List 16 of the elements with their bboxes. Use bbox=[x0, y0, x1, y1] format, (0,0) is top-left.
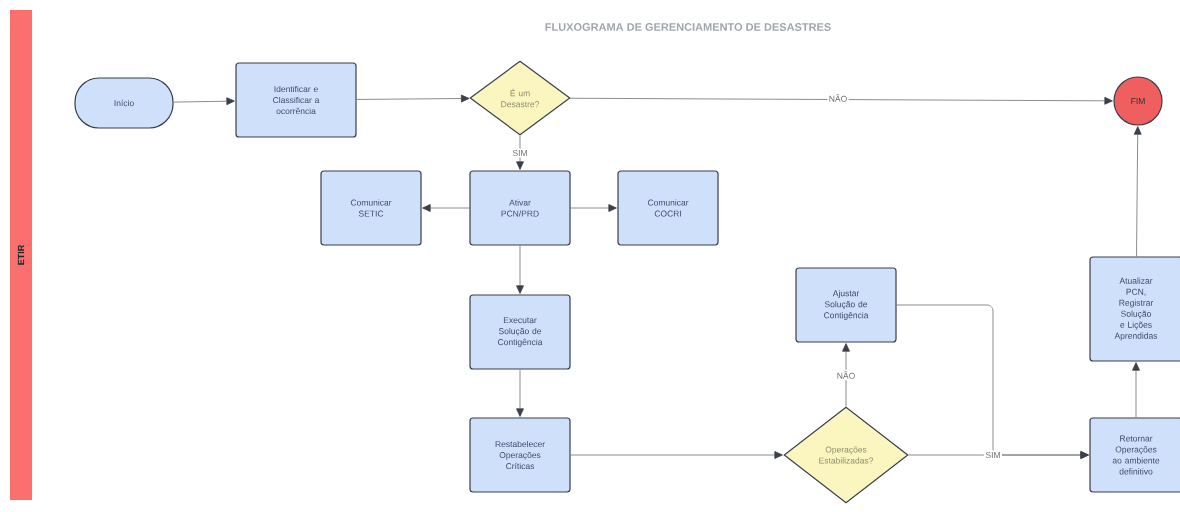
edge-label: SIM bbox=[983, 450, 1003, 460]
edge-label: SIM bbox=[510, 148, 530, 158]
process-box: Ajustar Solução de Contigência bbox=[795, 267, 897, 343]
process-box: Retornar Operações ao ambiente definitivo bbox=[1089, 417, 1180, 493]
edge-label: NÃO bbox=[835, 369, 857, 381]
process-box: Restabelecer Operações Críticas bbox=[469, 417, 571, 493]
process-box: Identificar e Classificar a ocorrência bbox=[235, 62, 357, 138]
start-terminal: Início bbox=[74, 77, 174, 129]
process-box: Executar Solução de Contigência bbox=[469, 294, 571, 370]
process-box: Comunicar SETIC bbox=[320, 170, 422, 246]
process-box: Atualizar PCN, Registrar Solução e Lições Aprendidas bbox=[1089, 256, 1180, 362]
process-box: Comunicar COCRI bbox=[617, 170, 719, 246]
process-box: Ativar PCN/PRD bbox=[469, 170, 571, 246]
title: FLUXOGRAMA DE GERENCIAMENTO DE DESASTRES bbox=[545, 23, 831, 31]
edge-label: NÃO bbox=[827, 92, 849, 104]
swimlane-band: ETIR bbox=[10, 10, 32, 500]
